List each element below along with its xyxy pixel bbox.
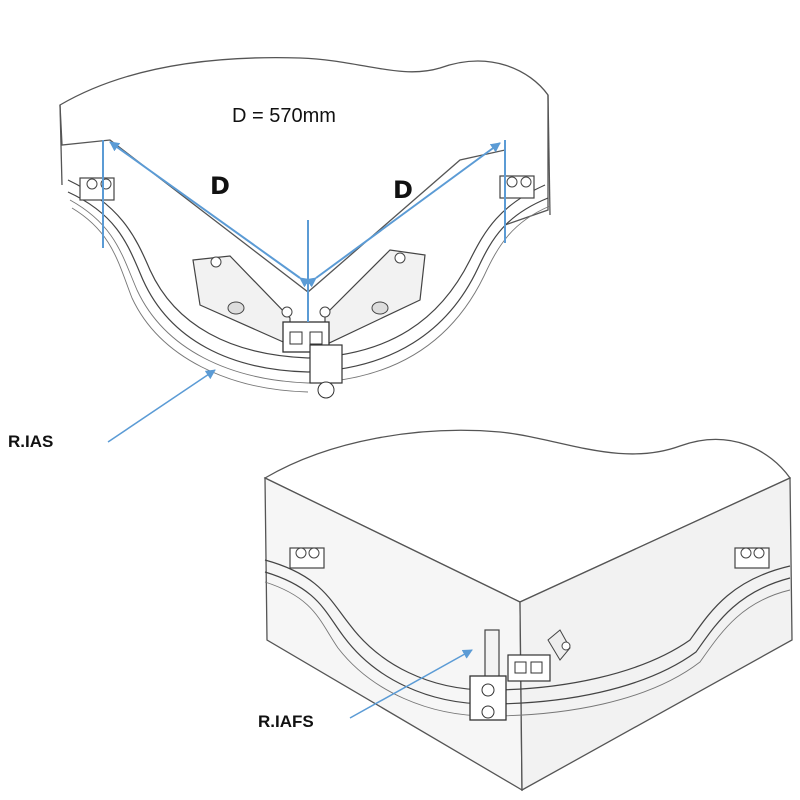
bottom-right-bracket [734, 547, 770, 569]
callout-label-bottom: R.IAFS [258, 712, 314, 731]
bottom-block-top-face [263, 429, 791, 603]
callout-arrow-bottom [349, 649, 473, 719]
dimension-title: D = 570mm [232, 105, 336, 127]
dimension-arrow-right [305, 142, 501, 288]
callout-label-top: R.IAS [8, 432, 53, 451]
top-figure: D = 570mm D D [59, 56, 551, 399]
bottom-figure [263, 429, 793, 792]
callout-arrow-top [107, 369, 216, 443]
bottom-block-right-wall [519, 476, 793, 792]
bottom-corner-mount [469, 629, 571, 721]
dimension-label-left: D [210, 172, 230, 200]
top-left-bracket [79, 177, 115, 201]
dimension-label-right: D [393, 176, 413, 204]
bottom-left-bracket [289, 547, 325, 569]
top-dimension-lines [102, 140, 506, 322]
dimension-arrow-left [109, 141, 311, 288]
